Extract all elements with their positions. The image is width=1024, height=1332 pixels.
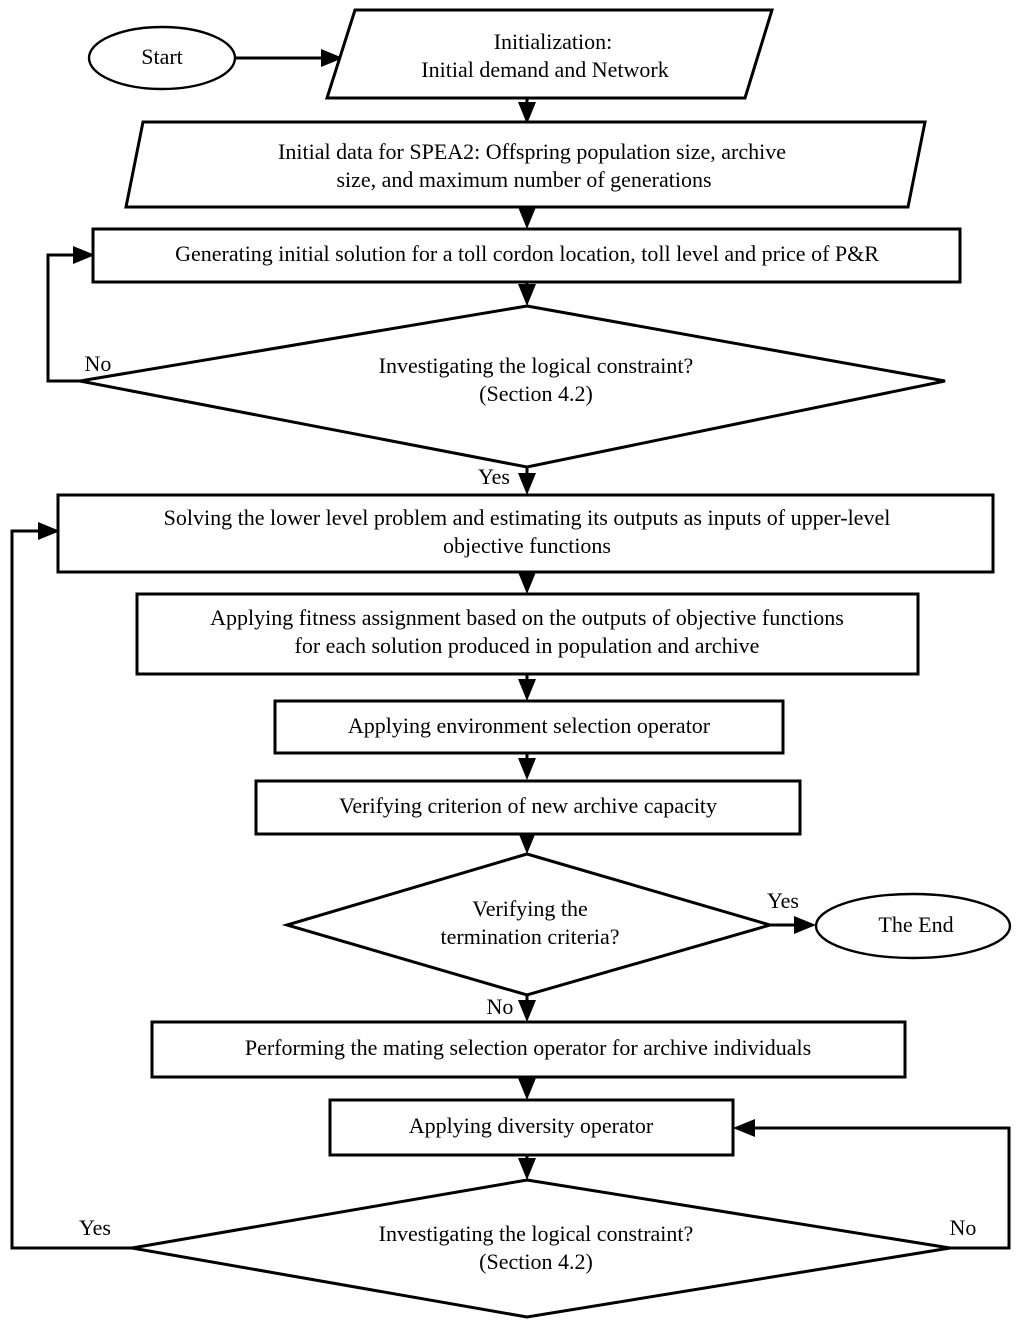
edge-start-to-initialization bbox=[235, 49, 343, 67]
node-initialization-line1: Initialization: bbox=[494, 29, 613, 54]
node-termination-criteria[interactable]: Verifying the termination criteria? bbox=[281, 852, 776, 997]
node-environment-label: Applying environment selection operator bbox=[348, 713, 711, 738]
edge-constraint1-no-feedback bbox=[46, 246, 95, 383]
node-constraint1-line2: (Section 4.2) bbox=[479, 381, 593, 406]
edge-mating-to-diversity bbox=[518, 1077, 536, 1100]
node-mating-selection[interactable]: Performing the mating selection operator… bbox=[150, 1020, 907, 1079]
node-mating-label: Performing the mating selection operator… bbox=[245, 1035, 811, 1060]
edge-diversity-to-constraint2 bbox=[518, 1155, 536, 1180]
node-constraint2-line2: (Section 4.2) bbox=[479, 1249, 593, 1274]
edge-label-constraint1-no: No bbox=[85, 351, 112, 376]
edge-initialization-to-initialdata bbox=[518, 98, 536, 124]
node-initial-data-line1: Initial data for SPEA2: Offspring popula… bbox=[278, 139, 786, 164]
node-termination-line1: Verifying the bbox=[472, 896, 587, 921]
node-solving-line1: Solving the lower level problem and esti… bbox=[164, 505, 891, 530]
node-termination-line2: termination criteria? bbox=[441, 924, 620, 949]
edge-initialdata-to-generating bbox=[518, 207, 536, 229]
edge-termination-yes-to-end bbox=[770, 916, 816, 934]
edge-fitness-to-environment bbox=[518, 674, 536, 701]
node-start-label: Start bbox=[141, 44, 183, 69]
node-generating-initial-solution[interactable]: Generating initial solution for a toll c… bbox=[91, 227, 962, 284]
edge-label-constraint1-yes: Yes bbox=[478, 464, 510, 489]
node-archive-capacity[interactable]: Verifying criterion of new archive capac… bbox=[254, 779, 802, 836]
node-archive-label: Verifying criterion of new archive capac… bbox=[339, 793, 717, 818]
edge-generating-to-constraint1 bbox=[518, 282, 536, 306]
node-logical-constraint-1[interactable]: Investigating the logical constraint? (S… bbox=[79, 304, 946, 469]
edge-label-constraint2-no: No bbox=[950, 1215, 977, 1240]
node-constraint1-line1: Investigating the logical constraint? bbox=[379, 353, 694, 378]
node-diversity-label: Applying diversity operator bbox=[409, 1113, 654, 1138]
node-the-end[interactable]: The End bbox=[814, 892, 1012, 960]
edge-termination-no-to-mating bbox=[518, 995, 536, 1022]
edge-label-constraint2-yes: Yes bbox=[79, 1215, 111, 1240]
node-fitness-assignment[interactable]: Applying fitness assignment based on the… bbox=[135, 592, 920, 676]
edge-environment-to-archive bbox=[518, 753, 536, 780]
node-initialization[interactable]: Initialization: Initial demand and Netwo… bbox=[324, 8, 775, 100]
node-constraint2-line1: Investigating the logical constraint? bbox=[379, 1221, 694, 1246]
edge-constraint2-no-feedback bbox=[733, 1119, 1011, 1250]
node-initialization-line2: Initial demand and Network bbox=[421, 57, 668, 82]
node-fitness-line1: Applying fitness assignment based on the… bbox=[210, 605, 844, 630]
node-diversity-operator[interactable]: Applying diversity operator bbox=[328, 1098, 735, 1157]
edge-constraint1-yes-to-solving bbox=[518, 467, 536, 495]
node-the-end-label: The End bbox=[878, 912, 953, 937]
edge-label-termination-no: No bbox=[487, 994, 514, 1019]
node-solving-line2: objective functions bbox=[443, 533, 611, 558]
node-environment-selection[interactable]: Applying environment selection operator bbox=[273, 699, 785, 755]
node-fitness-line2: for each solution produced in population… bbox=[295, 633, 760, 658]
edge-label-termination-yes: Yes bbox=[767, 888, 799, 913]
edge-solving-to-fitness bbox=[518, 572, 536, 594]
edge-constraint2-yes-feedback bbox=[10, 522, 132, 1250]
node-initial-data-line2: size, and maximum number of generations bbox=[336, 167, 711, 192]
node-initial-data-spea2[interactable]: Initial data for SPEA2: Offspring popula… bbox=[124, 120, 927, 209]
node-solving-lower-level[interactable]: Solving the lower level problem and esti… bbox=[56, 493, 995, 574]
node-start[interactable]: Start bbox=[87, 25, 237, 91]
node-generating-label: Generating initial solution for a toll c… bbox=[175, 241, 879, 266]
node-logical-constraint-2[interactable]: Investigating the logical constraint? (S… bbox=[131, 1178, 951, 1319]
